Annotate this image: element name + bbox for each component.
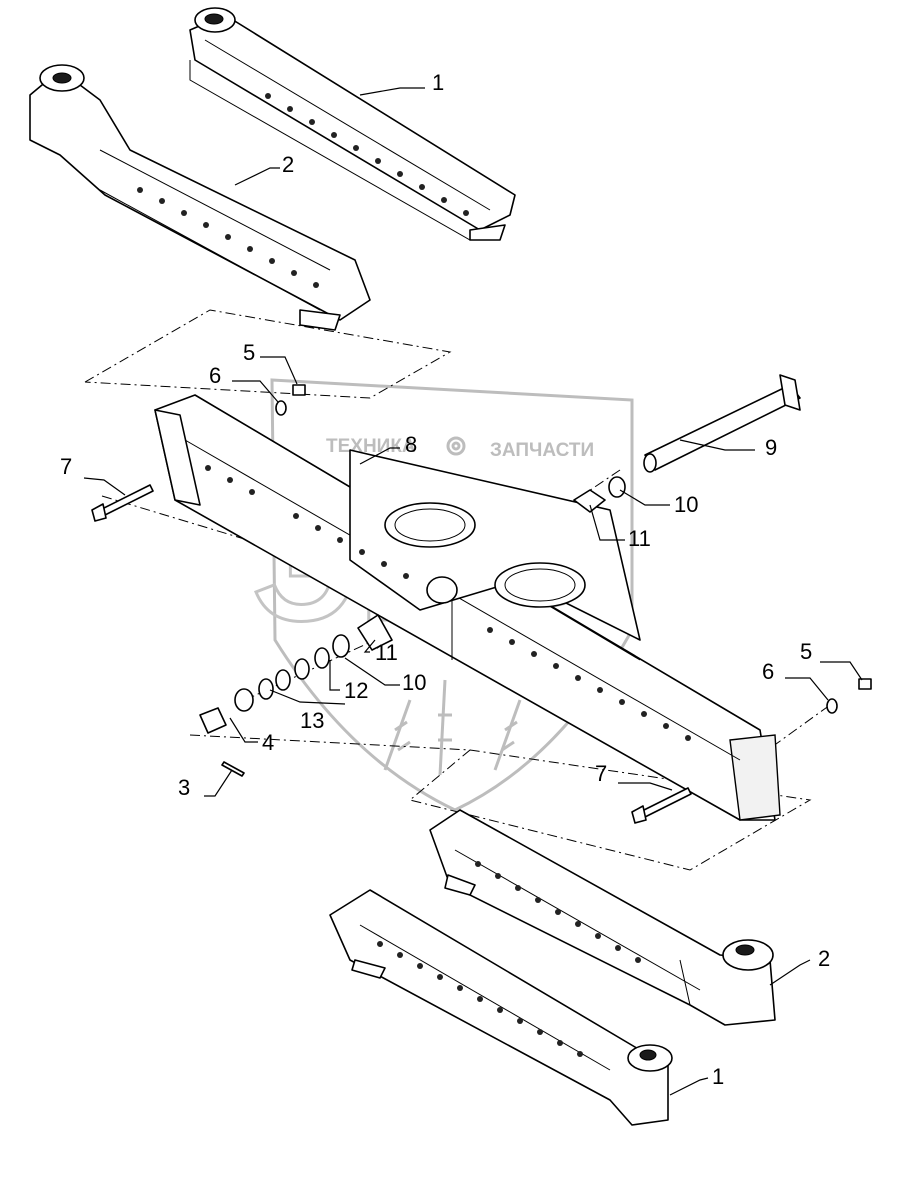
bolt-upper-left: [91, 484, 154, 522]
bolt-lower-right: [631, 787, 692, 824]
callout-12: 12: [344, 678, 368, 703]
callout-11-right: 11: [628, 526, 651, 551]
callout-8: 8: [405, 432, 417, 457]
nut-lower-right: [858, 678, 872, 690]
pivot-pin: [643, 374, 801, 473]
bushings-right: [573, 476, 626, 513]
top-arm-2: [29, 64, 371, 331]
callout-7-left: 7: [60, 454, 72, 479]
washer-lower-right: [826, 698, 838, 714]
callout-5-right: 5: [800, 639, 812, 664]
bottom-arm-2-holes: [475, 861, 641, 963]
main-axle-beam-holes: [205, 465, 691, 741]
top-arm-1-holes: [265, 93, 469, 216]
top-arm-2-holes: [137, 187, 319, 288]
castle-nut: [199, 707, 227, 734]
callout-2-top: 2: [282, 152, 294, 177]
callout-13: 13: [300, 708, 324, 733]
leader-lines: [83, 87, 863, 1096]
callout-1-bottom: 1: [712, 1064, 724, 1089]
callouts: 1 2 5 6 8 9 7 10 11 11 12 10 13 4 3 5 6 …: [60, 70, 830, 1089]
callout-1-top: 1: [432, 70, 444, 95]
callout-3: 3: [178, 775, 190, 800]
callout-2-bottom: 2: [818, 946, 830, 971]
callout-4: 4: [262, 730, 274, 755]
top-arm-1: [189, 7, 516, 241]
callout-10-left: 10: [402, 670, 426, 695]
callout-5-top: 5: [243, 340, 255, 365]
callout-7-right: 7: [595, 761, 607, 786]
watermark-right-text: ЗАПЧАСТИ: [490, 440, 594, 461]
gear-icon: [446, 436, 466, 456]
cotter-pin: [221, 761, 245, 777]
washer-upper: [275, 400, 287, 416]
bottom-arm-1-holes: [377, 941, 583, 1057]
callout-9: 9: [765, 435, 777, 460]
main-axle-beam: [154, 394, 781, 821]
bottom-arm-2: [429, 809, 776, 1026]
callout-11-left: 11: [375, 640, 398, 665]
callout-6-top: 6: [209, 363, 221, 388]
callout-10-right: 10: [674, 492, 698, 517]
nut-upper: [292, 384, 306, 396]
callout-6-right: 6: [762, 659, 774, 684]
bushings-left: [234, 614, 393, 712]
watermark-left-text: ТЕХНИКА: [326, 436, 416, 457]
